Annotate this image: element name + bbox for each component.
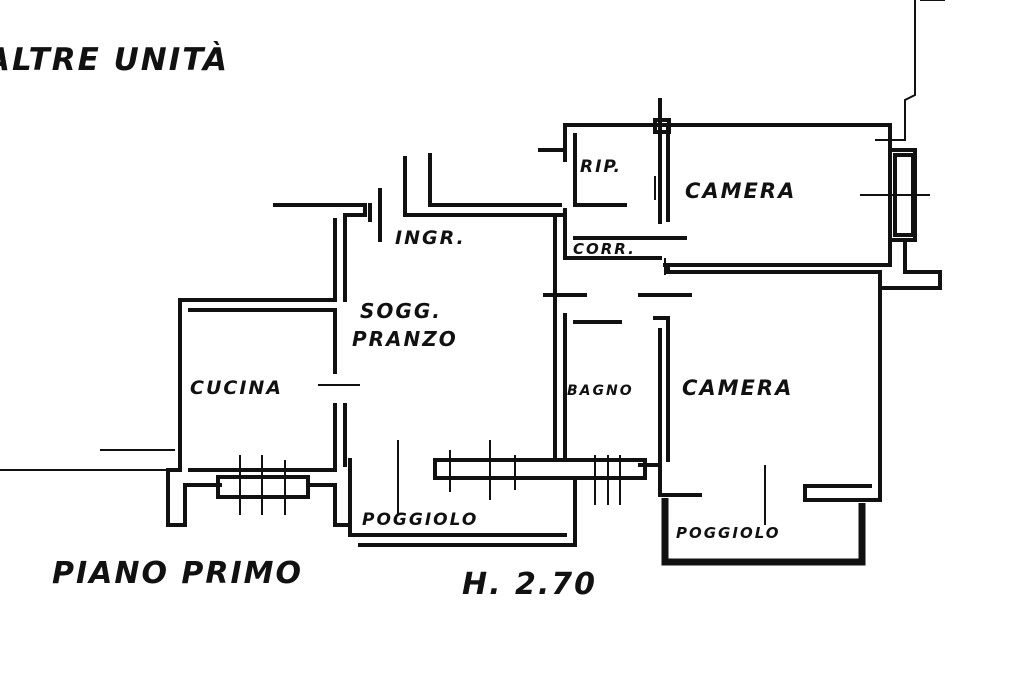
label-poggiolo-right: POGGIOLO <box>676 524 780 542</box>
windows <box>216 118 930 515</box>
label-poggiolo-left: POGGIOLO <box>362 510 478 530</box>
label-corr: CORR. <box>573 240 636 258</box>
walls <box>166 98 942 566</box>
label-other-units: ALTRE UNITÀ <box>0 42 229 78</box>
label-sogg: SOGG. <box>360 299 442 323</box>
label-bagno: BAGNO <box>567 383 634 399</box>
label-camera-top: CAMERA <box>685 179 796 203</box>
door-ticks <box>318 176 766 525</box>
label-camera-bottom: CAMERA <box>682 376 793 400</box>
floor-title: PIANO PRIMO <box>52 556 303 591</box>
label-pranzo: PRANZO <box>352 327 458 351</box>
label-cucina: CUCINA <box>190 377 283 399</box>
floor-height: H. 2.70 <box>462 567 597 602</box>
site-lines <box>0 0 945 471</box>
label-ingr: INGR. <box>395 227 466 249</box>
label-rip: RIP. <box>580 157 622 177</box>
